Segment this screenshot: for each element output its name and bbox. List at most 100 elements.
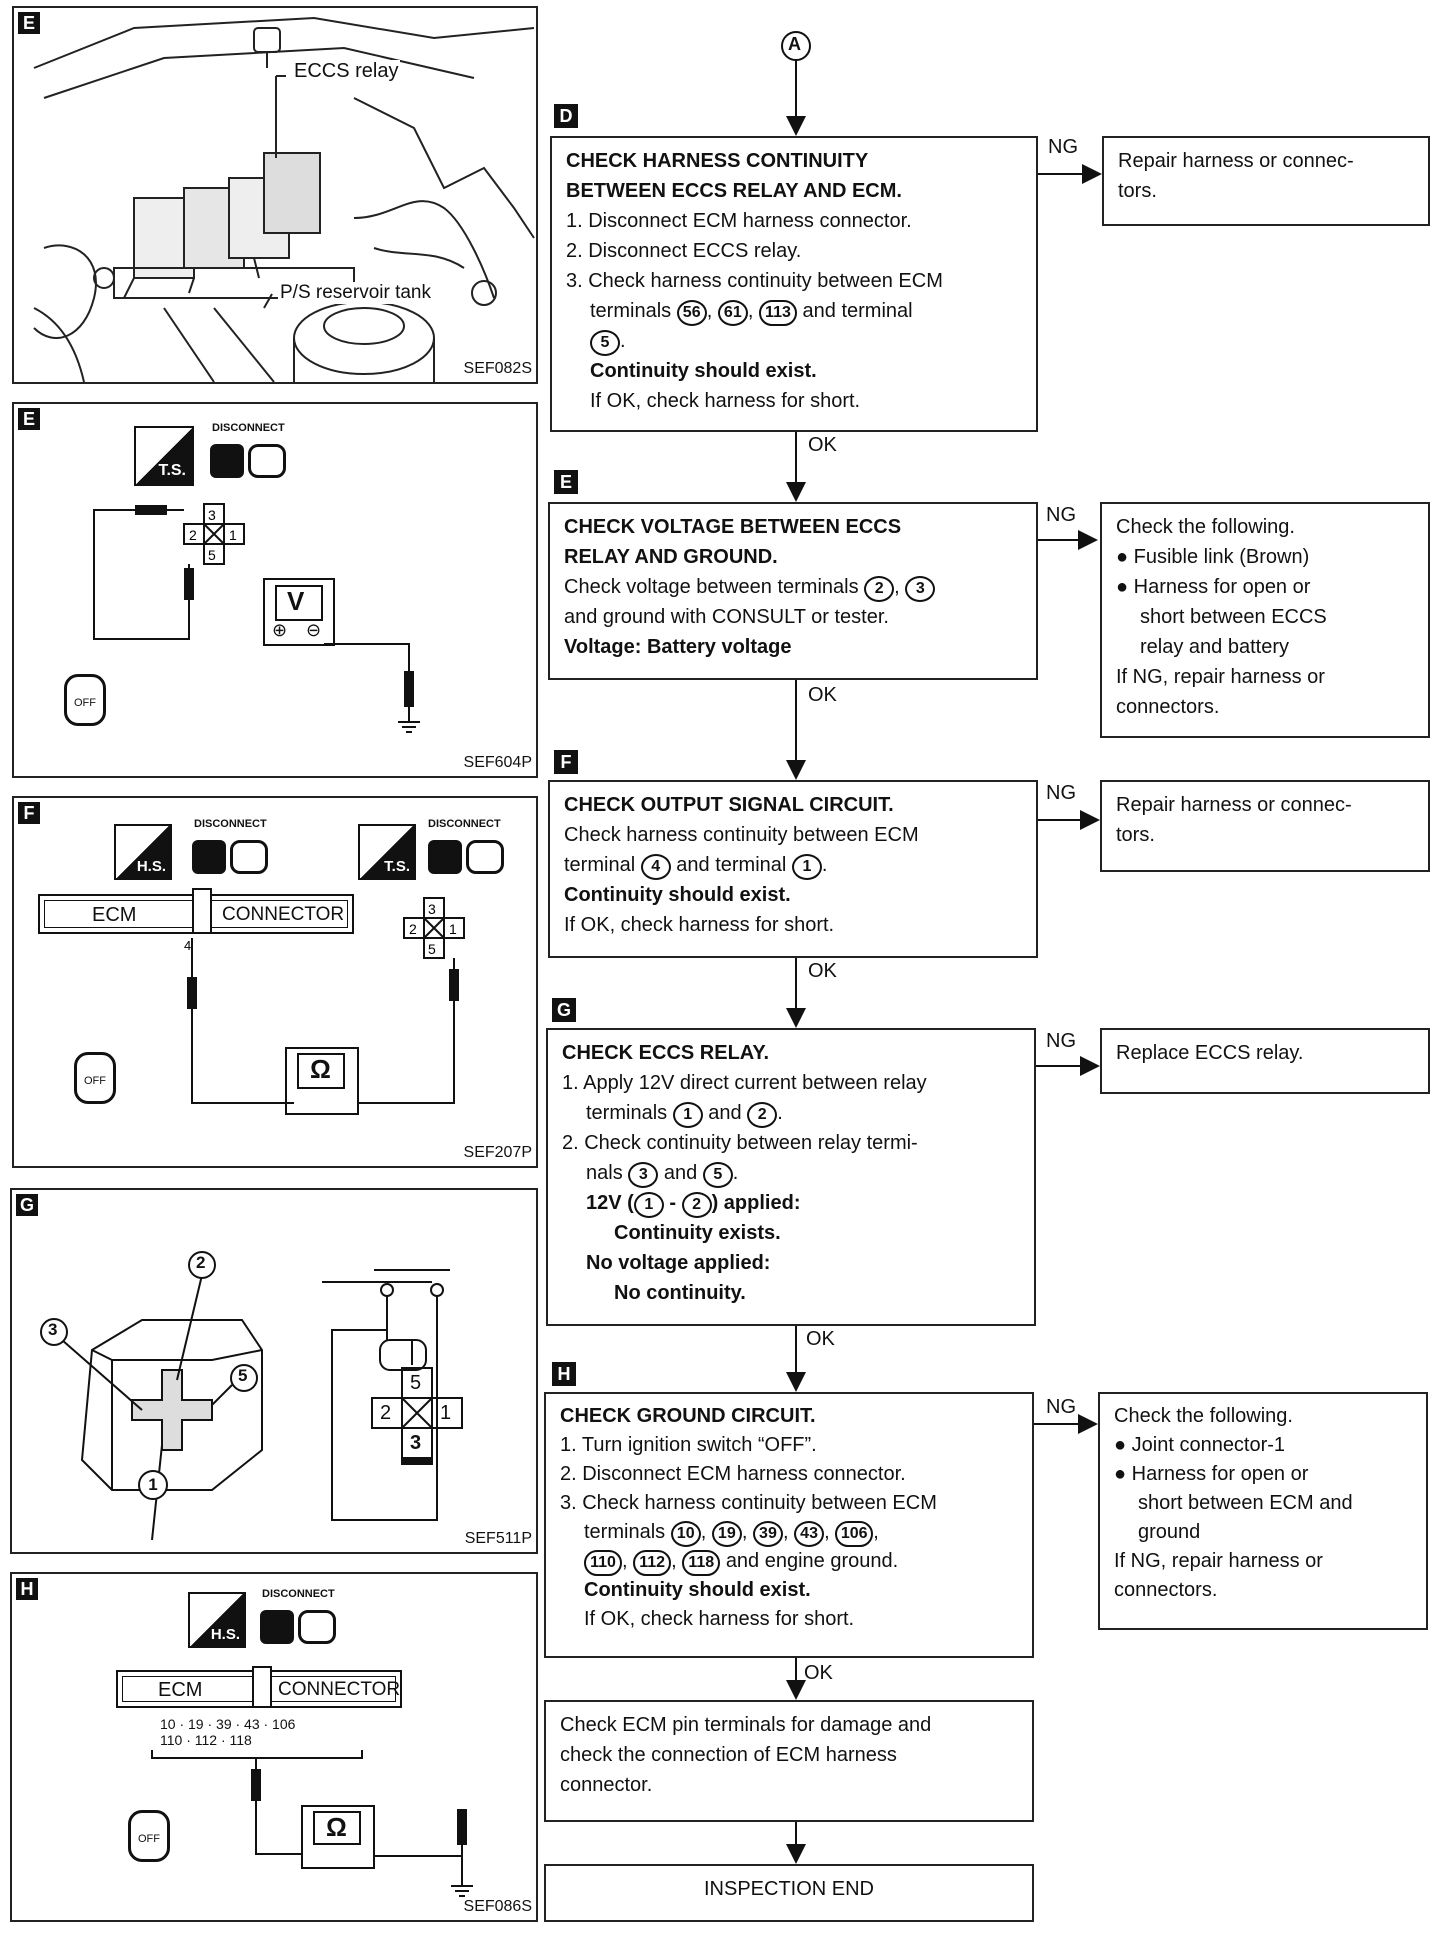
figure-id: SEF082S bbox=[463, 360, 532, 377]
ng-label-e: NG bbox=[1046, 504, 1076, 526]
ng-label-f: NG bbox=[1046, 782, 1076, 804]
panel-label: H bbox=[16, 1578, 38, 1600]
connector-icon bbox=[192, 838, 272, 876]
final-line-3: connector. bbox=[560, 1774, 653, 1796]
step-d-ng-text-1: Repair harness or connec- bbox=[1118, 150, 1354, 172]
step-e-ng-bullet-1-text: Fusible link (Brown) bbox=[1133, 546, 1310, 568]
step-h-continuity: Continuity should exist. bbox=[584, 1579, 811, 1601]
ts-icon: T.S. bbox=[358, 824, 416, 880]
inspection-end-box: INSPECTION END bbox=[544, 1864, 1034, 1922]
step-h-line-3: 3. Check harness continuity between ECM bbox=[560, 1492, 937, 1514]
final-line-1: Check ECM pin terminals for damage and bbox=[560, 1714, 932, 1736]
step-g-line-4: nals 3 and 5. bbox=[562, 1158, 1020, 1188]
ecm-connector: ECM CONNECTOR bbox=[38, 888, 354, 934]
ecm-pin-list-2: 110 · 112 · 118 bbox=[160, 1732, 252, 1748]
step-g-result-1b: Continuity exists. bbox=[614, 1222, 781, 1244]
connector-icon bbox=[428, 838, 508, 876]
final-check-box: Check ECM pin terminals for damage and c… bbox=[544, 1700, 1034, 1822]
step-h-line-2: 2. Disconnect ECM harness connector. bbox=[560, 1463, 906, 1485]
schematic-pin-5: 5 bbox=[410, 1372, 422, 1394]
figure-id: SEF207P bbox=[463, 1144, 532, 1161]
pin-2: 2 bbox=[409, 921, 417, 937]
step-f-and-terminal: and terminal bbox=[676, 854, 787, 876]
step-e-ng-bullet-2-text: Harness for open or bbox=[1133, 576, 1311, 598]
panel-label: E bbox=[18, 408, 40, 430]
ok-label-e: OK bbox=[808, 684, 837, 706]
step-h-ng-bullet-2c: ground bbox=[1138, 1521, 1201, 1543]
step-e-ng-bullet-1: ● Fusible link (Brown) bbox=[1116, 546, 1310, 568]
figure-id: SEF086S bbox=[463, 1898, 532, 1915]
step-e-ng-bullet-2c: relay and battery bbox=[1140, 636, 1289, 658]
ohmmeter-label: Ω bbox=[326, 1812, 347, 1842]
step-g-12v: 12V ( bbox=[586, 1192, 634, 1214]
hs-icon: H.S. bbox=[114, 824, 172, 880]
step-h-if-ok: If OK, check harness for short. bbox=[584, 1608, 855, 1630]
ecm-label: ECM bbox=[92, 904, 137, 926]
step-g-line-2: terminals 1 and 2. bbox=[562, 1098, 1020, 1128]
terminal-19: 19 bbox=[711, 1521, 742, 1547]
step-e-ng-bullet-2: ● Harness for open or bbox=[1116, 576, 1311, 598]
callout-2: 2 bbox=[196, 1253, 206, 1272]
step-g-and-2: and bbox=[663, 1162, 698, 1184]
relay-terminal-5: 5 bbox=[702, 1162, 733, 1188]
step-g-dash: - bbox=[663, 1192, 682, 1214]
terminal-110: 110 bbox=[584, 1550, 622, 1576]
step-e-title-1: CHECK VOLTAGE BETWEEN ECCS bbox=[564, 516, 902, 538]
step-e-voltage: Voltage: Battery voltage bbox=[564, 636, 792, 658]
key-off-label: OFF bbox=[84, 1075, 106, 1087]
step-d-and-terminal: and terminal bbox=[802, 300, 913, 322]
step-h-ng-bullet-1: ● Joint connector-1 bbox=[1114, 1434, 1286, 1456]
terminal-39: 39 bbox=[752, 1521, 783, 1547]
plus-terminal: ⊕ bbox=[272, 620, 288, 640]
ng-label-d: NG bbox=[1048, 136, 1078, 158]
step-g-applied: ) applied: bbox=[711, 1192, 801, 1214]
step-e-ng-foot-1: If NG, repair harness or bbox=[1116, 666, 1325, 688]
hs-label: H.S. bbox=[136, 858, 166, 875]
figure-panel-h-ground-test: H H.S. DISCONNECT ECM CONNECTOR 10 · 19 … bbox=[10, 1572, 538, 1922]
step-f-ng-text-1: Repair harness or connec- bbox=[1116, 794, 1352, 816]
hs-label: H.S. bbox=[210, 1626, 240, 1643]
step-d-line-1: 1. Disconnect ECM harness connector. bbox=[566, 210, 912, 232]
disconnect-label: DISCONNECT bbox=[194, 818, 267, 830]
step-label-e: E bbox=[554, 470, 578, 494]
figure-panel-e-relay-location: E bbox=[12, 6, 538, 384]
key-off-label: OFF bbox=[138, 1833, 160, 1845]
ignition-key-icon: OFF bbox=[74, 1052, 116, 1104]
ignition-key-icon: OFF bbox=[128, 1810, 170, 1862]
terminal-61: 61 bbox=[717, 300, 748, 326]
schematic-pin-3: 3 bbox=[410, 1432, 422, 1454]
ignition-key-icon: OFF bbox=[64, 674, 106, 726]
connector-label: CONNECTOR bbox=[278, 1679, 401, 1700]
figure-id: SEF511P bbox=[464, 1530, 532, 1547]
step-g-result-2: No voltage applied: bbox=[586, 1252, 771, 1274]
step-h-ng-bullet-2b: short between ECM and bbox=[1138, 1492, 1353, 1514]
ok-label-f: OK bbox=[808, 960, 837, 982]
step-h-ng-bullet-2-text: Harness for open or bbox=[1131, 1463, 1309, 1485]
ok-label-d: OK bbox=[808, 434, 837, 456]
step-g-terminals-word: terminals bbox=[586, 1102, 668, 1124]
ts-icon: T.S. bbox=[134, 426, 194, 486]
step-e-box: CHECK VOLTAGE BETWEEN ECCS RELAY AND GRO… bbox=[548, 502, 1038, 680]
result-terminal-2: 2 bbox=[681, 1192, 712, 1218]
pin-5: 5 bbox=[428, 941, 436, 957]
step-h-ng-bullet-2: ● Harness for open or bbox=[1114, 1463, 1309, 1485]
terminal-4: 4 bbox=[640, 854, 671, 880]
step-d-box: CHECK HARNESS CONTINUITY BETWEEN ECCS RE… bbox=[550, 136, 1038, 432]
connector-label: CONNECTOR bbox=[222, 904, 345, 925]
step-d-title-2: BETWEEN ECCS RELAY AND ECM. bbox=[566, 180, 902, 202]
minus-terminal: ⊖ bbox=[306, 620, 322, 640]
relay-illustration bbox=[40, 1251, 463, 1541]
step-f-continuity: Continuity should exist. bbox=[564, 884, 791, 906]
relay-terminal-2: 2 bbox=[747, 1102, 778, 1128]
step-f-ng-box: Repair harness or connec- tors. bbox=[1100, 780, 1430, 872]
figure-panel-g-relay-terminals: G bbox=[10, 1188, 538, 1554]
step-h-ng-head: Check the following. bbox=[1114, 1405, 1293, 1427]
key-off-label: OFF bbox=[74, 697, 96, 709]
voltage-wiring: 3 2 1 5 bbox=[93, 503, 420, 733]
step-d-title-1: CHECK HARNESS CONTINUITY bbox=[566, 150, 869, 172]
ohmmeter-label: Ω bbox=[310, 1054, 331, 1084]
step-g-ng-text: Replace ECCS relay. bbox=[1116, 1042, 1304, 1064]
step-e-ng-foot-2: connectors. bbox=[1116, 696, 1220, 718]
ok-label-g: OK bbox=[806, 1328, 835, 1350]
step-e-line-1-text: Check voltage between terminals bbox=[564, 576, 859, 598]
